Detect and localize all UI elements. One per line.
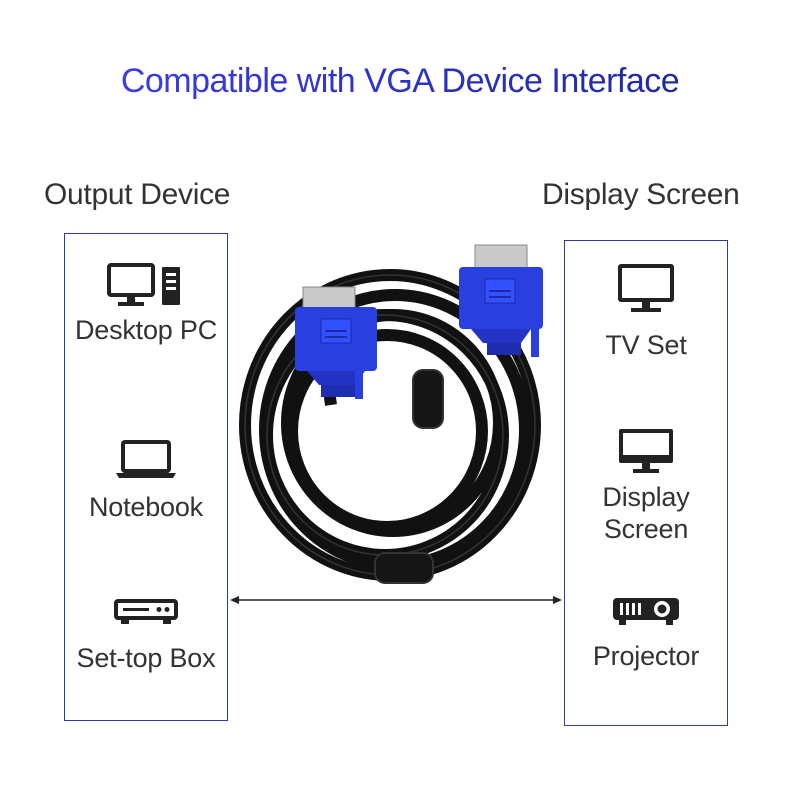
desktop-pc-icon (107, 263, 180, 306)
connection-arrow (230, 596, 562, 604)
monitor-icon (619, 429, 673, 473)
device-desktop-pc: Desktop PC (65, 262, 227, 346)
device-notebook: Notebook (65, 439, 227, 523)
vga-connector-right (459, 244, 543, 357)
device-set-top-box: Set-top Box (65, 598, 227, 674)
device-label: Desktop PC (74, 315, 218, 345)
device-label-line1: Display (602, 482, 690, 512)
vga-cable-image (239, 244, 543, 584)
device-label-line2: Screen (603, 514, 689, 544)
output-device-panel: Desktop PC Notebook Set-top Box (64, 233, 228, 721)
tv-icon (618, 264, 674, 312)
projector-icon (613, 598, 679, 625)
device-tv-set: TV Set (565, 263, 727, 361)
display-screen-panel: TV Set Display Screen Projector (564, 240, 728, 726)
set-top-box-icon (114, 599, 178, 624)
device-label: TV Set (605, 330, 687, 360)
title-text: Compatible with VGA Device Interface (121, 62, 679, 100)
device-label: Projector (592, 641, 700, 671)
device-label: Set-top Box (76, 643, 216, 673)
notebook-icon (116, 440, 176, 478)
page-title: Compatible with VGA Device Interface (0, 58, 800, 111)
device-projector: Projector (565, 596, 727, 672)
device-label: Notebook (89, 492, 203, 522)
display-screen-heading: Display Screen (542, 178, 740, 211)
title-text-graphic: Compatible with VGA Device Interface (121, 62, 680, 100)
vga-connector-left (295, 286, 377, 399)
output-device-heading: Output Device (44, 178, 231, 211)
device-display-screen: Display Screen (565, 427, 727, 545)
